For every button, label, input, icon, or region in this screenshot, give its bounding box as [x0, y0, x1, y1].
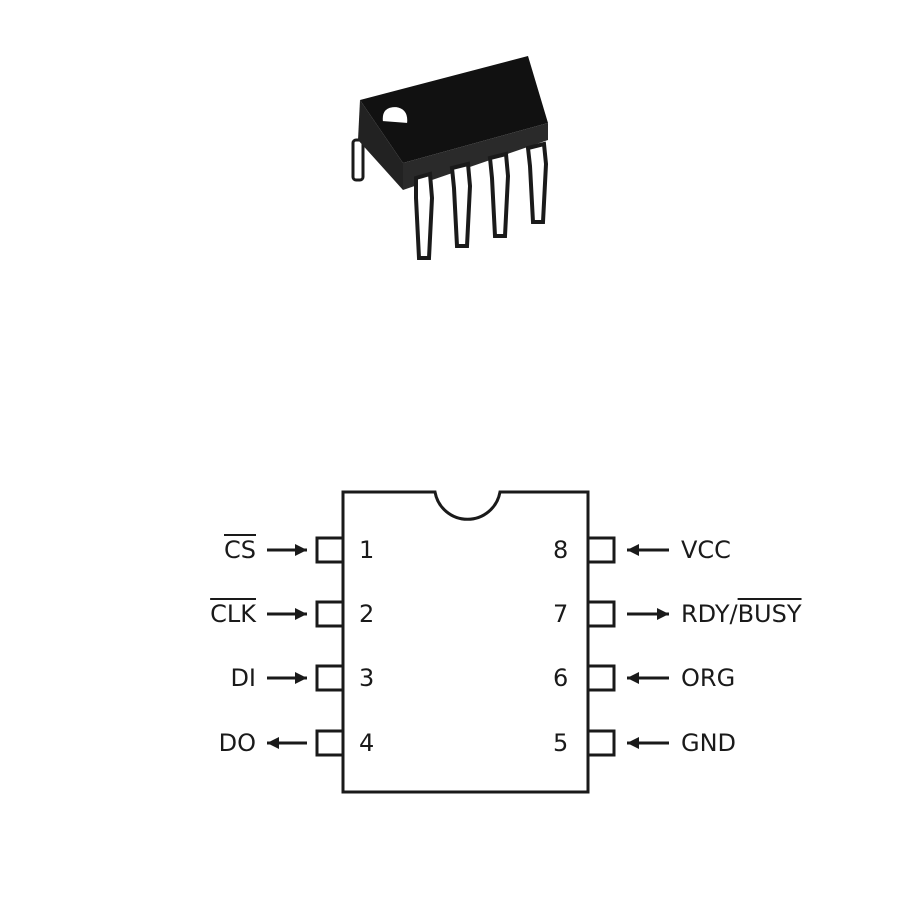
package-end-face — [358, 100, 403, 190]
pin-1-pad — [315, 536, 343, 564]
pin-5-pad — [588, 729, 616, 757]
pin-1-label-active-low: CS — [224, 536, 256, 564]
pin-2-label-active-low: CLK — [210, 600, 256, 628]
pin-1-label: CS — [224, 536, 256, 564]
pin-1-number: 1 — [359, 536, 375, 564]
package-side-face — [403, 123, 548, 190]
pin-3-pad — [315, 664, 343, 692]
pin-3-label-text: DI — [230, 664, 256, 692]
pin-4-arrow — [267, 737, 307, 749]
pin-6-label: ORG — [681, 664, 735, 692]
pin-8-pad — [588, 536, 616, 564]
pin-3-number: 3 — [359, 664, 375, 692]
pin-1-arrow — [267, 544, 307, 556]
pin-5-label: GND — [681, 729, 736, 757]
pin-6-label-text: ORG — [681, 664, 736, 692]
pin-8-label-text: VCC — [681, 536, 731, 564]
pin-6-number: 6 — [553, 664, 569, 692]
pin-3-arrow — [267, 672, 307, 684]
pin-2-label: CLK — [210, 600, 256, 628]
package-front-pins — [414, 141, 549, 260]
pin-7-label-active-low: BUSY — [737, 600, 802, 628]
pin-5-arrow — [627, 737, 669, 749]
pin-5-number: 5 — [553, 729, 569, 757]
pin-7-arrow — [627, 608, 669, 620]
package-top-face — [360, 56, 548, 163]
pin-3-label: DI — [230, 664, 256, 692]
pin-4-label: DO — [219, 729, 256, 757]
pin-7-label-text: RDY/ — [681, 600, 738, 628]
pin-2-pad — [315, 600, 343, 628]
pin-2-arrow — [267, 608, 307, 620]
pin-8-number: 8 — [553, 536, 569, 564]
package-notch — [380, 104, 410, 126]
pin-4-pad — [315, 729, 343, 757]
pin-6-pad — [588, 664, 616, 692]
pin-7-label: RDY/BUSY — [681, 600, 802, 628]
pin-8-label: VCC — [681, 536, 731, 564]
pin-6-arrow — [627, 672, 669, 684]
pin-7-number: 7 — [553, 600, 569, 628]
pin-7-pad — [588, 600, 616, 628]
pin-4-label-text: DO — [218, 729, 256, 757]
pin-5-label-text: GND — [681, 729, 737, 757]
pin-4-number: 4 — [359, 729, 375, 757]
pin-8-arrow — [627, 544, 669, 556]
chip-outline — [341, 490, 590, 794]
pin-2-number: 2 — [359, 600, 375, 628]
